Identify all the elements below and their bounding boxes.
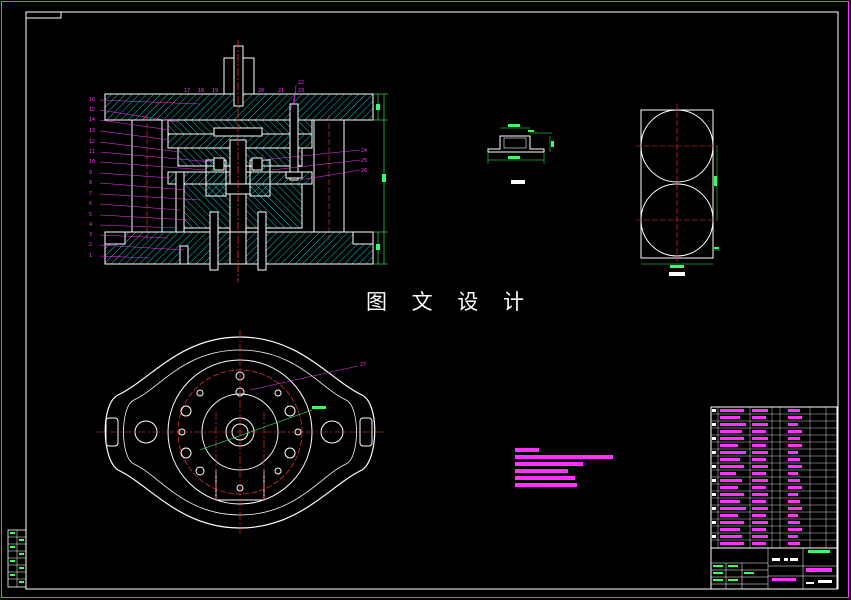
part-number: 8 (89, 180, 92, 186)
side-stamp (7, 529, 27, 588)
part-number: 20 (258, 88, 264, 94)
part-number: 1 (89, 253, 92, 259)
part-number: 5 (89, 212, 92, 218)
title-block (710, 547, 838, 590)
part-number: 19 (212, 88, 218, 94)
part-number: 3 (89, 232, 92, 238)
part-number: 14 (89, 117, 95, 123)
part-number: 7 (89, 191, 92, 197)
part-number: 4 (89, 222, 92, 228)
part-number: 12 (89, 139, 95, 145)
part-numbers-right: 24 25 26 (361, 148, 367, 174)
technical-notes (515, 448, 613, 487)
part-leaders-left (99, 99, 213, 259)
part-number: 24 (361, 148, 367, 154)
part-number: 21 (278, 88, 284, 94)
plan-part-number: 27 (360, 362, 366, 368)
part-number: 13 (89, 128, 95, 134)
part-number: 6 (89, 201, 92, 207)
strip-layout-view (636, 104, 720, 276)
part-number: 10 (89, 159, 95, 165)
part-leaders-right (261, 84, 361, 181)
part-numbers-top: 17 18 19 20 21 22 23 (184, 80, 304, 94)
part-number: 15 (89, 107, 95, 113)
part-numbers-left: 16 15 14 13 12 11 10 9 8 7 6 5 4 3 2 1 (89, 97, 95, 259)
part-number: 17 (184, 88, 190, 94)
part-number: 9 (89, 170, 92, 176)
part-number: 25 (361, 158, 367, 164)
part-detail-view (487, 124, 554, 184)
part-number: 26 (361, 168, 367, 174)
part-number: 16 (89, 97, 95, 103)
part-number: 18 (198, 88, 204, 94)
plan-view: 27 (96, 330, 384, 536)
section-view (104, 40, 388, 282)
part-number: 11 (89, 149, 95, 155)
bill-of-materials (710, 406, 838, 549)
watermark-text: 图 文 设 计 (366, 290, 534, 314)
part-number: 2 (89, 242, 92, 248)
part-number: 22 (298, 80, 304, 86)
part-number: 23 (298, 88, 304, 94)
